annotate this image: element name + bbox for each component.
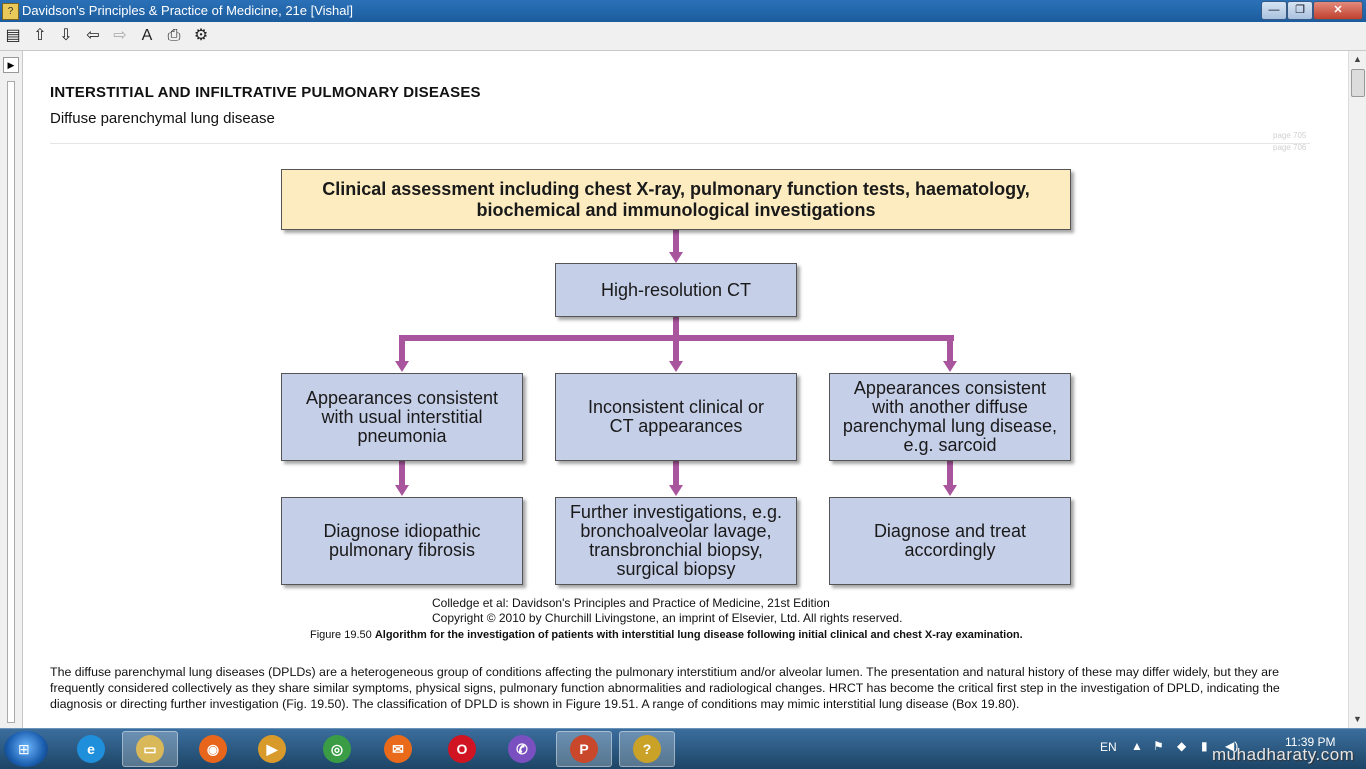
volume-icon[interactable]: ◀)	[1225, 739, 1239, 753]
show-hidden-icons-icon[interactable]: ▲	[1131, 739, 1143, 753]
language-indicator[interactable]: EN	[1100, 740, 1117, 754]
diagnose-ipf-box: Diagnose idiopathic pulmonary fibrosis	[281, 497, 523, 585]
diagnose-treat-box: Diagnose and treat accordingly	[829, 497, 1071, 585]
connector-line	[673, 317, 679, 339]
credit-line: Colledge et al: Davidson's Principles an…	[432, 596, 830, 610]
scroll-down-icon[interactable]: ▼	[1353, 714, 1362, 724]
window-title: Davidson's Principles & Practice of Medi…	[22, 3, 354, 18]
clock-time[interactable]: 11:39 PM	[1285, 735, 1336, 749]
divider	[50, 143, 1310, 144]
taskbar-mail-button[interactable]: ✉	[370, 731, 426, 767]
action-center-flag-icon[interactable]: ⚑	[1153, 739, 1164, 753]
arrow-head	[669, 485, 683, 496]
minimize-button[interactable]: —	[1261, 1, 1287, 20]
file-explorer-icon: ▭	[136, 735, 164, 763]
back-arrow-icon[interactable]: ⇦	[86, 27, 100, 44]
credit-line: Copyright © 2010 by Churchill Livingston…	[432, 611, 903, 625]
page-marker: page 706	[1273, 143, 1307, 152]
chapter-title: INTERSTITIAL AND INFILTRATIVE PULMONARY …	[50, 84, 481, 101]
connector-line	[947, 461, 953, 486]
scroll-thumb[interactable]	[1351, 69, 1365, 97]
connector-line	[673, 461, 679, 486]
connector-line	[673, 335, 679, 363]
font-size-icon[interactable]: A	[141, 27, 153, 44]
connector-line	[399, 335, 405, 363]
arrow-head	[395, 361, 409, 372]
connector-line	[399, 461, 405, 486]
taskbar-opera-button[interactable]: O	[434, 731, 490, 767]
further-investigations-box: Further investigations, e.g. bronchoalve…	[555, 497, 797, 585]
arrow-head	[943, 361, 957, 372]
maximize-button[interactable]: ❐	[1287, 1, 1313, 20]
options-icon[interactable]: ⚙	[193, 27, 209, 44]
network-icon[interactable]: ▮	[1201, 739, 1208, 753]
page-marker: page 705	[1273, 131, 1307, 140]
arrow-head	[669, 361, 683, 372]
close-button[interactable]: ✕	[1313, 1, 1363, 20]
powerpoint-icon: P	[570, 735, 598, 763]
connector-line	[947, 335, 953, 363]
print-icon[interactable]: ⎙	[167, 27, 181, 44]
taskbar-media-player-button[interactable]: ▶	[244, 731, 300, 767]
toolbar: ▤ ⇧ ⇩ ⇦ ⇨ A ⎙ ⚙	[0, 22, 1366, 51]
chrome-icon: ◎	[323, 735, 351, 763]
taskbar-help-viewer-button[interactable]: ?	[619, 731, 675, 767]
figure-caption: Figure 19.50 Algorithm for the investiga…	[310, 629, 1023, 641]
contents-toggle-icon[interactable]: ▤	[5, 27, 21, 44]
window-title-bar: ? Davidson's Principles & Practice of Me…	[0, 0, 1366, 22]
inconsistent-appearance-box: Inconsistent clinical or CT appearances	[555, 373, 797, 461]
uip-appearance-box: Appearances consistent with usual inters…	[281, 373, 523, 461]
arrow-head	[395, 485, 409, 496]
body-paragraph: The diffuse parenchymal lung diseases (D…	[50, 665, 1280, 711]
arrow-head	[669, 252, 683, 263]
figure-credit: Colledge et al: Davidson's Principles an…	[432, 596, 902, 626]
caption-text: Algorithm for the investigation of patie…	[374, 629, 1023, 641]
caption-label: Figure 19.50	[310, 629, 372, 641]
next-topic-icon[interactable]: ⇩	[59, 27, 73, 44]
clinical-assessment-box: Clinical assessment including chest X-ra…	[281, 169, 1071, 230]
viber-icon: ✆	[508, 735, 536, 763]
document-content: INTERSTITIAL AND INFILTRATIVE PULMONARY …	[30, 51, 1346, 728]
scroll-up-icon[interactable]: ▲	[1353, 54, 1362, 64]
taskbar-file-explorer-button[interactable]: ▭	[122, 731, 178, 767]
taskbar-powerpoint-button[interactable]: P	[556, 731, 612, 767]
hrct-box: High-resolution CT	[555, 263, 797, 317]
firefox-icon: ◉	[199, 735, 227, 763]
help-viewer-icon: ?	[633, 735, 661, 763]
connector-line	[673, 230, 679, 255]
taskbar-internet-explorer-button[interactable]: e	[63, 731, 119, 767]
media-player-icon: ▶	[258, 735, 286, 763]
start-button[interactable]: ⊞	[4, 731, 48, 767]
other-dpld-appearance-box: Appearances consistent with another diff…	[829, 373, 1071, 461]
help-book-icon: ?	[2, 3, 19, 20]
pane-splitter[interactable]	[7, 81, 15, 723]
windows-logo-icon: ⊞	[18, 741, 30, 757]
taskbar-viber-button[interactable]: ✆	[494, 731, 550, 767]
section-title: Diffuse parenchymal lung disease	[50, 110, 275, 127]
previous-topic-icon[interactable]: ⇧	[33, 27, 47, 44]
arrow-head	[943, 485, 957, 496]
opera-icon: O	[448, 735, 476, 763]
forward-arrow-icon[interactable]: ⇨	[113, 27, 127, 44]
mail-icon: ✉	[384, 735, 412, 763]
taskbar: ⊞ e ▭ ◉ ▶ ◎ ✉ O ✆ P? EN ▲ ⚑ ◆ ▮ ◀) 11:39 PM	[0, 728, 1366, 769]
vertical-scrollbar[interactable]: ▲ ▼	[1348, 51, 1366, 728]
taskbar-firefox-button[interactable]: ◉	[185, 731, 241, 767]
taskbar-chrome-button[interactable]: ◎	[309, 731, 365, 767]
navigation-pane-strip: ▶	[0, 51, 23, 728]
watermark: muhadharaty.com	[1212, 745, 1355, 764]
antivirus-icon[interactable]: ◆	[1177, 739, 1187, 753]
expand-pane-icon[interactable]: ▶	[3, 57, 19, 73]
internet-explorer-icon: e	[77, 735, 105, 763]
